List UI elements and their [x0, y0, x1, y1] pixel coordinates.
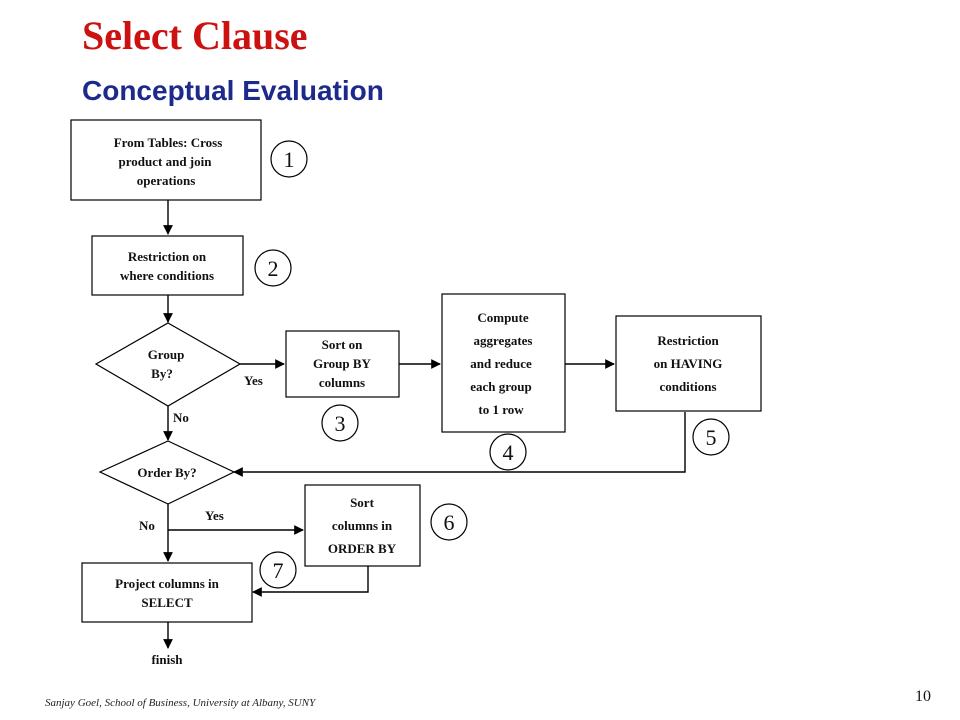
node-text-line: to 1 row: [478, 402, 524, 417]
node-text-line: Group: [148, 347, 185, 362]
node-text-line: Restriction on: [128, 249, 207, 264]
step-marker-1: 1: [270, 140, 308, 178]
node-text-line: each group: [470, 379, 532, 394]
edge-sort-order-to-project: [252, 566, 369, 597]
node-text-line: Compute: [477, 310, 529, 325]
node-text-line: ORDER BY: [328, 541, 397, 556]
slide-title: Select Clause: [82, 13, 308, 58]
step-number: 3: [335, 411, 346, 436]
node-text-line: operations: [137, 173, 196, 188]
node-text-line: From Tables: Cross: [114, 135, 223, 150]
step-number: 1: [284, 147, 295, 172]
node-text-line: Group BY: [313, 356, 372, 371]
node-text-line: product and join: [119, 154, 213, 169]
node-text-line: Sort: [350, 495, 375, 510]
node-sort-order-by: Sort columns in ORDER BY: [304, 484, 421, 567]
node-compute-aggregates: Compute aggregates and reduce each group…: [441, 293, 566, 433]
node-group-by-decision: Group By?: [94, 322, 242, 407]
node-text-line: Order By?: [137, 465, 196, 480]
node-text-line: Project columns in: [115, 576, 220, 591]
node-text-line: Restriction: [657, 333, 719, 348]
node-text-line: aggregates: [474, 333, 533, 348]
step-marker-3: 3: [321, 404, 359, 442]
node-text-line: conditions: [659, 379, 716, 394]
node-where-restriction: Restriction on where conditions: [91, 235, 244, 296]
node-from-tables: From Tables: Cross product and join oper…: [70, 119, 262, 201]
step-marker-2: 2: [254, 249, 292, 287]
edge-label-group-yes: Yes: [244, 373, 263, 388]
step-number: 6: [444, 510, 455, 535]
node-text-line: SELECT: [141, 595, 193, 610]
node-text-line: and reduce: [470, 356, 532, 371]
edge-having-to-orderby: [233, 412, 686, 477]
node-text-line: Sort on: [322, 337, 364, 352]
step-marker-6: 6: [430, 503, 468, 541]
step-marker-5: 5: [692, 418, 730, 456]
node-text-line: where conditions: [120, 268, 214, 283]
node-text-line: on HAVING: [654, 356, 723, 371]
slide-subtitle: Conceptual Evaluation: [82, 75, 384, 106]
step-marker-4: 4: [489, 433, 527, 471]
step-number: 4: [503, 440, 514, 465]
edge-label-order-yes: Yes: [205, 508, 224, 523]
step-marker-7: 7: [259, 551, 297, 589]
node-text-line: columns: [319, 375, 365, 390]
page-number: 10: [915, 688, 931, 705]
node-having-restriction: Restriction on HAVING conditions: [615, 315, 762, 412]
slide-footer: Sanjay Goel, School of Business, Univers…: [45, 697, 316, 709]
node-text-line: columns in: [332, 518, 393, 533]
step-number: 5: [706, 425, 717, 450]
step-number: 2: [268, 256, 279, 281]
node-project-select: Project columns in SELECT: [81, 562, 253, 623]
edge-label-order-no: No: [139, 518, 155, 533]
node-finish: finish: [151, 652, 183, 667]
node-order-by-decision: Order By?: [98, 440, 236, 505]
step-number: 7: [273, 558, 284, 583]
edge-label-group-no: No: [173, 410, 189, 425]
node-text-line: By?: [151, 366, 173, 381]
node-sort-group-by: Sort on Group BY columns: [285, 330, 400, 398]
